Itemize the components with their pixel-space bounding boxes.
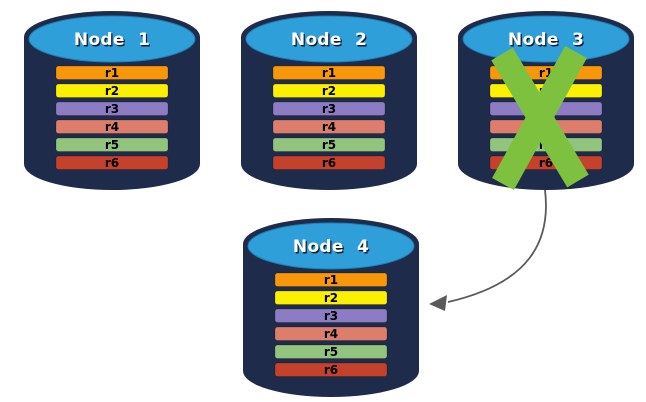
node-2-cylinder: Node 2 Node 2 r1 r2 r3 r4 r5 r6: [240, 8, 418, 192]
row-bar-r2: [272, 83, 386, 98]
row-bar-r1: [274, 272, 388, 287]
row-label-r2: r2: [324, 291, 338, 305]
row-bar-r2: [55, 83, 169, 98]
node-title: Node 1: [74, 30, 150, 50]
row-label-r4: r4: [324, 327, 338, 341]
row-bar-r3: [55, 101, 169, 116]
row-label-r4: r4: [105, 120, 119, 134]
row-label-r6: r6: [105, 156, 119, 170]
row-label-r5: r5: [324, 345, 338, 359]
row-label-r5: r5: [105, 138, 119, 152]
node-1-cylinder: Node 1 Node 1 r1 r2 r3 r4 r5 r6: [23, 8, 201, 192]
node-title: Node 4: [293, 237, 369, 257]
row-label-r6: r6: [322, 156, 336, 170]
node-title: Node 2: [291, 30, 367, 50]
row-label-r6: r6: [539, 156, 553, 170]
row-bar-r4: [272, 119, 386, 134]
row-stack: r1 r2 r3 r4 r5 r6: [272, 65, 386, 170]
row-stack: r1 r2 r3 r4 r5 r6: [274, 272, 388, 377]
row-label-r4: r4: [322, 120, 336, 134]
cylinder-top: [462, 15, 630, 63]
row-label-r5: r5: [322, 138, 336, 152]
row-label-r3: r3: [324, 309, 338, 323]
row-bar-r6: [274, 362, 388, 377]
row-label-r2: r2: [105, 84, 119, 98]
row-bar-r5: [55, 137, 169, 152]
row-bar-r3: [272, 101, 386, 116]
row-label-r3: r3: [322, 102, 336, 116]
node-4-cylinder-graphic: Node 4 Node 4 r1 r2 r3 r4 r5 r6: [243, 218, 419, 397]
row-label-r1: r1: [322, 66, 336, 80]
node-1-cylinder-graphic: Node 1 Node 1 r1 r2 r3 r4 r5 r6: [24, 11, 200, 190]
row-label-r3: r3: [105, 102, 119, 116]
row-bar-r6: [55, 155, 169, 170]
row-bar-r4: [55, 119, 169, 134]
row-bar-r4: [274, 326, 388, 341]
failover-arrow: [429, 189, 547, 311]
row-bar-r6: [272, 155, 386, 170]
row-bar-r2: [274, 290, 388, 305]
row-bar-r5: [274, 344, 388, 359]
node-2-cylinder-graphic: Node 2 Node 2 r1 r2 r3 r4 r5 r6: [241, 11, 417, 190]
row-bar-r3: [274, 308, 388, 323]
node-3-cylinder: Node 3 Node 3 r1 r2 r3 r4 r5 r6: [457, 8, 635, 192]
row-label-r2: r2: [322, 84, 336, 98]
cylinder-top: [28, 15, 196, 63]
failure-x-icon: [491, 45, 589, 191]
row-bar-r1: [272, 65, 386, 80]
cylinder-top: [245, 15, 413, 63]
row-stack: r1 r2 r3 r4 r5 r6: [55, 65, 169, 170]
row-label-r6: r6: [324, 363, 338, 377]
node-title-shadow: Node 3: [509, 31, 585, 51]
node-title-shadow: Node 2: [292, 31, 368, 51]
cylinder-top: [247, 222, 415, 270]
node-title-shadow: Node 1: [75, 31, 151, 51]
failover-arrow-curve: [447, 189, 547, 303]
node-title: Node 3: [508, 30, 584, 50]
node-4-cylinder: Node 4 Node 4 r1 r2 r3 r4 r5 r6: [242, 215, 420, 399]
row-bar-r1: [55, 65, 169, 80]
failover-arrowhead: [429, 295, 447, 311]
node-title-shadow: Node 4: [294, 238, 370, 258]
row-bar-r5: [272, 137, 386, 152]
row-label-r1: r1: [324, 273, 338, 287]
row-label-r1: r1: [105, 66, 119, 80]
